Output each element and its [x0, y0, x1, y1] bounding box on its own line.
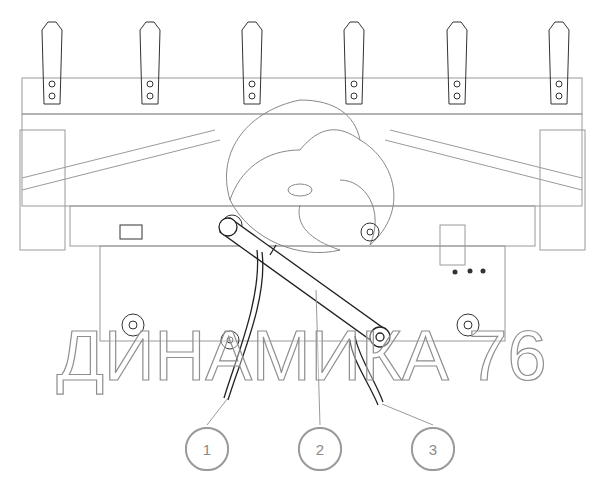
bolt — [481, 269, 486, 274]
frame-diagonal — [22, 140, 220, 190]
callout-circle: 2 — [298, 427, 342, 471]
frame-diagonal — [22, 130, 215, 178]
blade-holders — [42, 22, 569, 104]
callout-number: 3 — [429, 441, 437, 458]
callout-circle: 3 — [411, 427, 455, 471]
frame-diagonal — [390, 130, 582, 178]
callout-number: 2 — [316, 441, 324, 458]
callout-number: 1 — [203, 441, 211, 458]
side-plate — [540, 130, 585, 250]
side-plate — [20, 130, 65, 250]
plate — [440, 225, 465, 265]
frame-top-beam — [22, 78, 582, 114]
bolt — [453, 270, 458, 275]
bolt — [468, 269, 473, 274]
swirl-logo — [226, 100, 393, 253]
watermark: ДИНАМИКА 76 — [57, 315, 547, 396]
frame-diagonal — [385, 140, 582, 190]
decal — [120, 225, 142, 239]
frame-body — [22, 114, 582, 206]
callout-circle: 1 — [185, 427, 229, 471]
